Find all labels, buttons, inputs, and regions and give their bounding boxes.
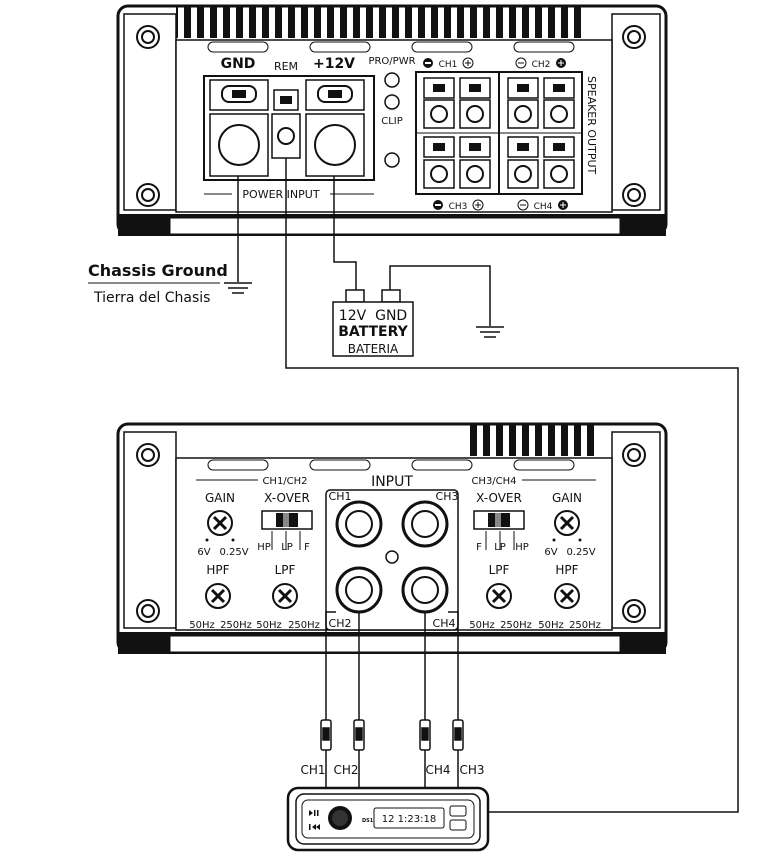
gain-left-knob[interactable]: [207, 510, 233, 536]
chassis-ground-subtitle: Tierra del Chasis: [93, 290, 210, 306]
power-terminal-block: [203, 75, 375, 181]
ch3-output-label: CH3: [433, 199, 484, 212]
rca-ch3-jack[interactable]: [401, 500, 449, 548]
ch4-output-label: CH4: [517, 199, 568, 212]
clip-led-icon: [384, 94, 400, 110]
gain-right-label: GAIN: [552, 491, 582, 505]
ch2-output-label: CH2: [515, 57, 566, 70]
xover-left-switch[interactable]: [261, 510, 313, 530]
rca-ch1-label: CH1: [329, 490, 352, 503]
cable-ch2-label: CH2: [333, 763, 358, 777]
power-input-label: POWER INPUT: [242, 188, 319, 201]
pro-pwr-label: PRO/PWR: [368, 56, 415, 67]
cable-ch1-label: CH1: [300, 763, 325, 777]
speaker-output-label: SPEAKER OUTPUT: [585, 76, 598, 175]
clip-label: CLIP: [381, 116, 403, 127]
mount-screw-icon: [136, 25, 646, 207]
rca-ch3-label: CH3: [436, 490, 459, 503]
cable-ch3-label: CH3: [459, 763, 484, 777]
rca-ch2-label: CH2: [329, 617, 352, 630]
lpf-right-label: LPF: [489, 563, 510, 577]
head-unit-button[interactable]: [449, 805, 467, 831]
svg-text:CH4: CH4: [534, 202, 553, 212]
xover-left-hp: HP: [257, 542, 271, 553]
ch34-label: CH3/CH4: [471, 476, 516, 487]
hpf-right-min: 50Hz: [538, 620, 564, 631]
lpf-left-max: 250Hz: [288, 620, 320, 631]
gain-left-min: 6V: [197, 547, 210, 558]
top-amplifier: GND REM +12V POWER INPUT PRO/PWR: [116, 4, 668, 236]
lpf-right-max: 250Hz: [500, 620, 532, 631]
lpf-left-knob[interactable]: [272, 583, 298, 609]
rca-ch4-label: CH4: [433, 617, 456, 630]
hpf-left-min: 50Hz: [189, 620, 215, 631]
xover-right-hp: HP: [515, 542, 529, 553]
xover-right-switch[interactable]: [473, 510, 525, 530]
gain-right-max: 0.25V: [566, 547, 595, 558]
xover-right-label: X-OVER: [476, 491, 522, 505]
hpf-left-max: 250Hz: [220, 620, 252, 631]
input-label: INPUT: [371, 474, 413, 490]
battery-terminals-label: 12V GND: [339, 308, 407, 324]
head-unit: DS18 12 1:23:18: [286, 786, 490, 852]
rca-cables: [325, 611, 459, 790]
plus12v-label: +12V: [313, 56, 355, 72]
xover-right-lp: LP: [494, 542, 506, 553]
battery-subtitle: BATERIA: [348, 342, 399, 356]
prev-track-icon[interactable]: [309, 824, 320, 830]
play-pause-icon[interactable]: [309, 810, 319, 816]
xover-right-f: F: [476, 542, 482, 553]
lpf-right-min: 50Hz: [469, 620, 495, 631]
hpf-left-label: HPF: [206, 563, 229, 577]
rca-ch2-jack[interactable]: [335, 566, 383, 614]
battery: 12V GND BATTERY BATERIA: [332, 289, 414, 357]
svg-text:CH1: CH1: [439, 60, 458, 70]
rem-label: REM: [274, 60, 298, 73]
hpf-left-knob[interactable]: [205, 583, 231, 609]
rca-input-block: CH1 CH3 CH2 CH4: [325, 489, 459, 631]
ch1-output-label: CH1: [423, 57, 474, 70]
battery-title: BATTERY: [338, 324, 408, 340]
chassis-ground-icon: [224, 282, 252, 294]
cable-ch4-label: CH4: [425, 763, 450, 777]
svg-text:CH3: CH3: [449, 202, 468, 212]
gnd-label: GND: [221, 56, 256, 72]
gain-left-label: GAIN: [205, 491, 235, 505]
ch12-label: CH1/CH2: [262, 476, 307, 487]
hpf-right-label: HPF: [555, 563, 578, 577]
rca-plug-icon: [320, 719, 464, 751]
lpf-right-knob[interactable]: [486, 583, 512, 609]
battery-ground-icon: [476, 326, 504, 338]
lpf-left-min: 50Hz: [256, 620, 282, 631]
hpf-right-knob[interactable]: [554, 583, 580, 609]
lpf-left-label: LPF: [275, 563, 296, 577]
xover-left-lp: LP: [281, 542, 293, 553]
chassis-ground-title: Chassis Ground: [88, 261, 228, 280]
rca-ch4-jack[interactable]: [401, 566, 449, 614]
mount-screw-icon: [136, 443, 646, 623]
pwr-led-icon: [384, 72, 400, 88]
gain-right-min: 6V: [544, 547, 557, 558]
xover-left-label: X-OVER: [264, 491, 310, 505]
rca-ch1-jack[interactable]: [335, 500, 383, 548]
bottom-amplifier: CH1/CH2 INPUT CH3/CH4 GAIN 6V 0.25V X-OV…: [116, 422, 668, 654]
hpf-right-max: 250Hz: [569, 620, 601, 631]
gain-left-max: 0.25V: [219, 547, 248, 558]
gain-right-knob[interactable]: [554, 510, 580, 536]
xover-left-f: F: [304, 542, 310, 553]
head-unit-display: 12 1:23:18: [382, 814, 436, 825]
svg-text:CH2: CH2: [532, 60, 551, 70]
volume-knob[interactable]: [328, 806, 352, 830]
head-unit-brand: DS18: [362, 818, 377, 824]
speaker-output-block: [415, 71, 583, 195]
power-wiring: [237, 158, 739, 813]
